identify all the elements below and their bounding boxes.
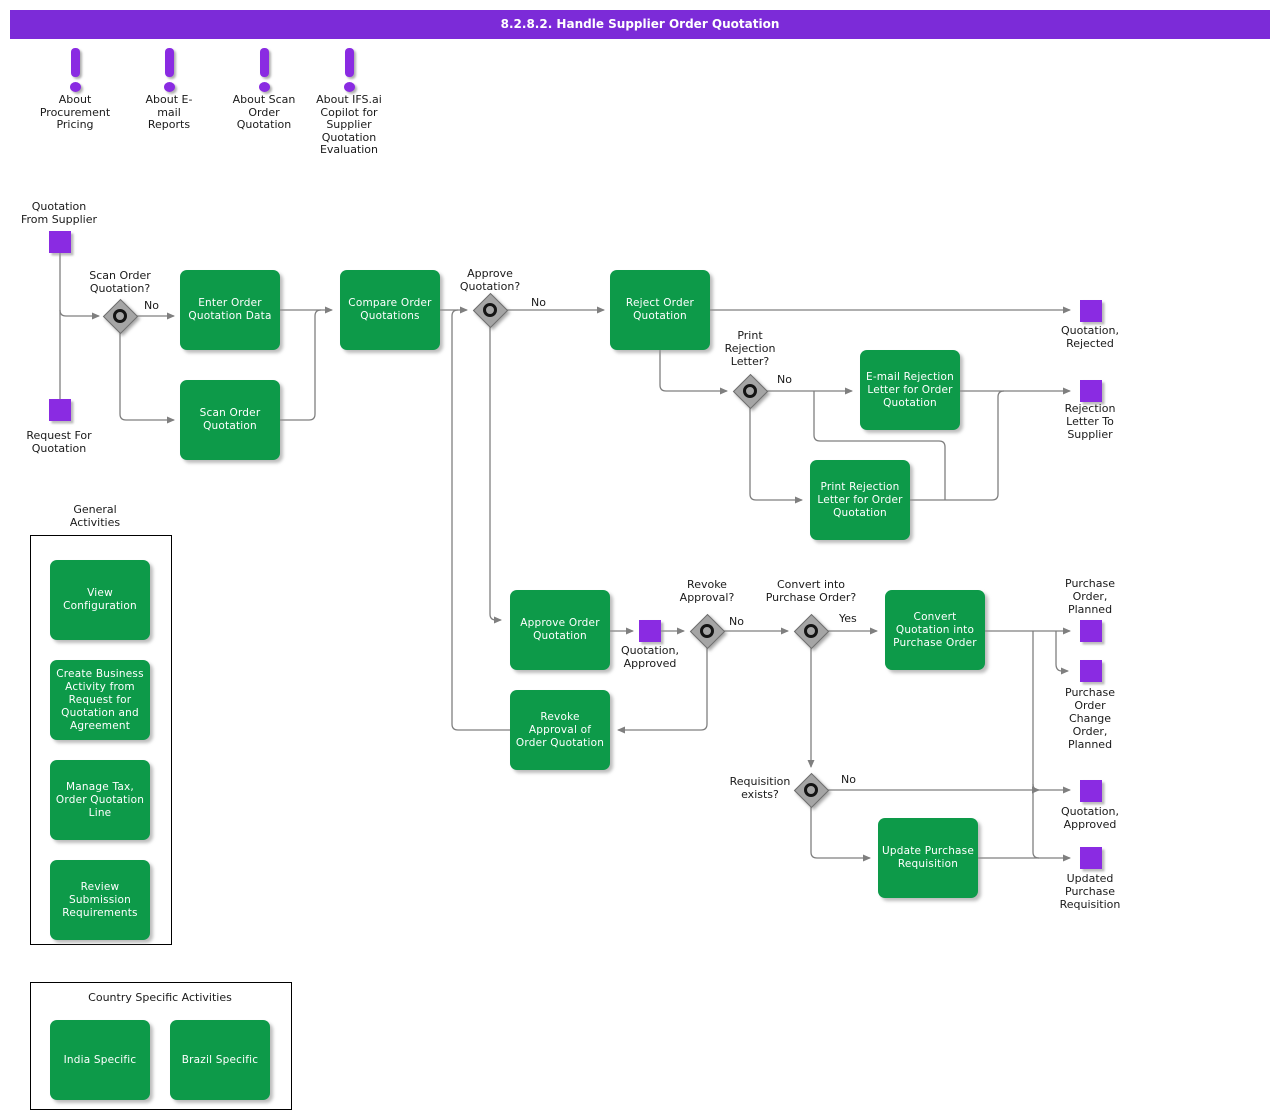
exclamation-icon xyxy=(124,48,214,94)
flow-connector xyxy=(59,309,100,320)
event-label-purchase-order-planned: Purchase Order, Planned xyxy=(1065,577,1115,616)
info-note-label: About IFS.ai Copilot for Supplier Quotat… xyxy=(316,93,382,156)
branch-label-no: No xyxy=(841,773,856,786)
flow-connector xyxy=(1031,783,1040,794)
event-label-quotation-approved-end: Quotation, Approved xyxy=(1061,805,1119,831)
activity-india-specific[interactable]: India Specific xyxy=(50,1020,150,1100)
event-label-quotation-from-supplier: Quotation From Supplier xyxy=(20,200,98,226)
flow-connector xyxy=(659,350,728,395)
activity-manage-tax-order-quotation-line[interactable]: Manage Tax, Order Quotation Line xyxy=(50,760,150,840)
activity-compare-order-quotations[interactable]: Compare Order Quotations xyxy=(340,270,440,350)
event-updated-purchase-requisition[interactable] xyxy=(1080,847,1102,869)
event-label-updated-purchase-requisition: Updated Purchase Requisition xyxy=(1059,872,1121,911)
flow-connector xyxy=(910,390,1005,501)
flow-connector xyxy=(813,391,946,500)
event-label-rejection-letter-to-supplier: Rejection Letter To Supplier xyxy=(1064,402,1116,441)
gateway-label-convert-into-purchase-order: Convert into Purchase Order? xyxy=(765,578,857,604)
gateway-ring-icon xyxy=(113,309,127,323)
flow-connector xyxy=(280,309,322,421)
about-procurement-pricing-link[interactable]: About Procurement Pricing xyxy=(30,48,120,132)
branch-label-no: No xyxy=(144,299,159,312)
group-title-general-activities: General Activities xyxy=(69,503,121,529)
event-label-request-for-quotation: Request For Quotation xyxy=(26,429,92,455)
activity-scan-order-quotation[interactable]: Scan Order Quotation xyxy=(180,380,280,460)
gateway-label-revoke-approval: Revoke Approval? xyxy=(679,578,735,604)
flow-connector xyxy=(489,327,502,624)
branch-label-no: No xyxy=(531,296,546,309)
about-email-reports-link[interactable]: About E- mail Reports xyxy=(124,48,214,132)
exclamation-icon xyxy=(30,48,120,94)
event-request-for-quotation[interactable] xyxy=(49,399,71,421)
gateway-label-requisition-exists: Requisition exists? xyxy=(729,775,791,801)
event-quotation-approved-end[interactable] xyxy=(1080,780,1102,802)
gateway-ring-icon xyxy=(804,783,818,797)
exclamation-icon xyxy=(219,48,309,94)
activity-revoke-approval-of-order-quotation[interactable]: Revoke Approval of Order Quotation xyxy=(510,690,610,770)
activity-print-rejection-letter[interactable]: Print Rejection Letter for Order Quotati… xyxy=(810,460,910,540)
activity-brazil-specific[interactable]: Brazil Specific xyxy=(170,1020,270,1100)
branch-label-no: No xyxy=(777,373,792,386)
info-note-label: About Scan Order Quotation xyxy=(232,93,296,131)
gateway-convert-into-purchase-order xyxy=(793,613,830,650)
event-label-purchase-order-change-order-planned: Purchase Order Change Order, Planned xyxy=(1065,686,1115,751)
event-quotation-from-supplier[interactable] xyxy=(49,231,71,253)
about-scan-order-quotation-link[interactable]: About Scan Order Quotation xyxy=(219,48,309,132)
event-label-quotation-approved-intermediate: Quotation, Approved xyxy=(621,644,679,670)
gateway-ring-icon xyxy=(483,303,497,317)
flow-connector xyxy=(617,648,708,734)
gateway-label-scan-order-quotation: Scan Order Quotation? xyxy=(89,269,151,295)
gateway-revoke-approval xyxy=(689,613,726,650)
flow-connector xyxy=(1032,631,1040,859)
gateway-label-approve-quotation: Approve Quotation? xyxy=(459,267,521,293)
gateway-requisition-exists xyxy=(793,772,830,809)
activity-approve-order-quotation[interactable]: Approve Order Quotation xyxy=(510,590,610,670)
info-note-label: About E- mail Reports xyxy=(145,93,193,131)
flow-connector xyxy=(119,333,175,424)
activity-enter-order-quotation-data[interactable]: Enter Order Quotation Data xyxy=(180,270,280,350)
branch-label-yes: Yes xyxy=(839,612,857,625)
activity-review-submission-requirements[interactable]: Review Submission Requirements xyxy=(50,860,150,940)
flow-connector xyxy=(451,309,510,731)
branch-label-no: No xyxy=(729,615,744,628)
event-purchase-order-planned[interactable] xyxy=(1080,620,1102,642)
about-ifs-ai-copilot-link[interactable]: About IFS.ai Copilot for Supplier Quotat… xyxy=(304,48,394,157)
event-rejection-letter-to-supplier[interactable] xyxy=(1080,380,1102,402)
event-purchase-order-change-order-planned[interactable] xyxy=(1080,660,1102,682)
event-label-quotation-rejected: Quotation, Rejected xyxy=(1061,324,1119,350)
flow-connector xyxy=(749,408,803,504)
gateway-scan-order-quotation xyxy=(102,298,139,335)
activity-convert-quotation-into-purchase-order[interactable]: Convert Quotation into Purchase Order xyxy=(885,590,985,670)
event-quotation-approved-intermediate[interactable] xyxy=(639,620,661,642)
group-title-country-specific-activities: Country Specific Activities xyxy=(88,991,232,1004)
activity-email-rejection-letter[interactable]: E-mail Rejection Letter for Order Quotat… xyxy=(860,350,960,430)
gateway-ring-icon xyxy=(743,384,757,398)
page-title: 8.2.8.2. Handle Supplier Order Quotation xyxy=(10,10,1270,39)
flow-connector xyxy=(1055,631,1069,675)
gateway-label-print-rejection-letter: Print Rejection Letter? xyxy=(724,329,776,368)
activity-create-business-activity[interactable]: Create Business Activity from Request fo… xyxy=(50,660,150,740)
activity-view-configuration[interactable]: View Configuration xyxy=(50,560,150,640)
activity-reject-order-quotation[interactable]: Reject Order Quotation xyxy=(610,270,710,350)
event-quotation-rejected[interactable] xyxy=(1080,300,1102,322)
gateway-print-rejection-letter xyxy=(732,373,769,410)
gateway-approve-quotation xyxy=(472,292,509,329)
exclamation-icon xyxy=(304,48,394,94)
activity-update-purchase-requisition[interactable]: Update Purchase Requisition xyxy=(878,818,978,898)
flow-connector xyxy=(810,807,871,862)
gateway-ring-icon xyxy=(700,624,714,638)
info-note-label: About Procurement Pricing xyxy=(39,93,111,131)
gateway-ring-icon xyxy=(804,624,818,638)
